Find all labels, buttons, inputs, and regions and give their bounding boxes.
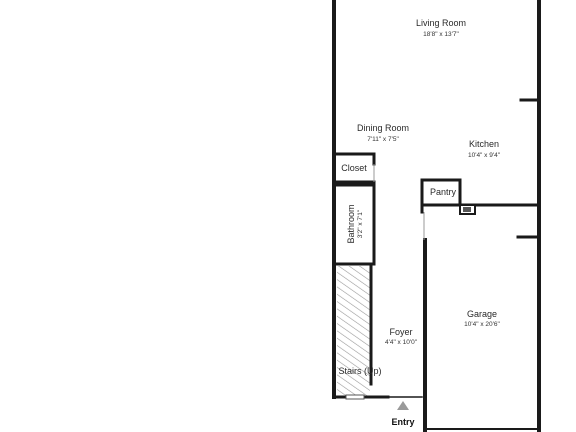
walls [332,0,541,432]
pantry-fixture-inner [463,207,471,212]
bathroom-name: Bathroom [346,204,356,243]
bathroom-label: Bathroom 3'2" x 7'1" [346,204,364,243]
pantry-name: Pantry [430,187,457,197]
foyer-name: Foyer [389,327,412,337]
living-room-dims: 18'8" x 13'7" [423,31,459,38]
stairs-hatch [337,266,370,396]
stairs-name: Stairs (Up) [338,366,381,376]
bathroom-dims: 3'2" x 7'1" [357,209,364,238]
entry-label: Entry [391,417,414,427]
kitchen-dims: 10'4" x 9'4" [468,152,501,159]
kitchen-name: Kitchen [469,139,499,149]
dining-room-name: Dining Room [357,123,409,133]
window-stairs [345,394,365,400]
closet-name: Closet [341,163,367,173]
foyer-dims: 4'4" x 10'0" [385,339,418,346]
living-room-name: Living Room [416,18,466,28]
dining-room-dims: 7'11" x 7'5" [367,136,399,143]
entry-arrow-icon [397,401,409,410]
garage-dims: 10'4" x 20'6" [464,321,500,328]
garage-name: Garage [467,309,497,319]
openings [345,164,425,400]
